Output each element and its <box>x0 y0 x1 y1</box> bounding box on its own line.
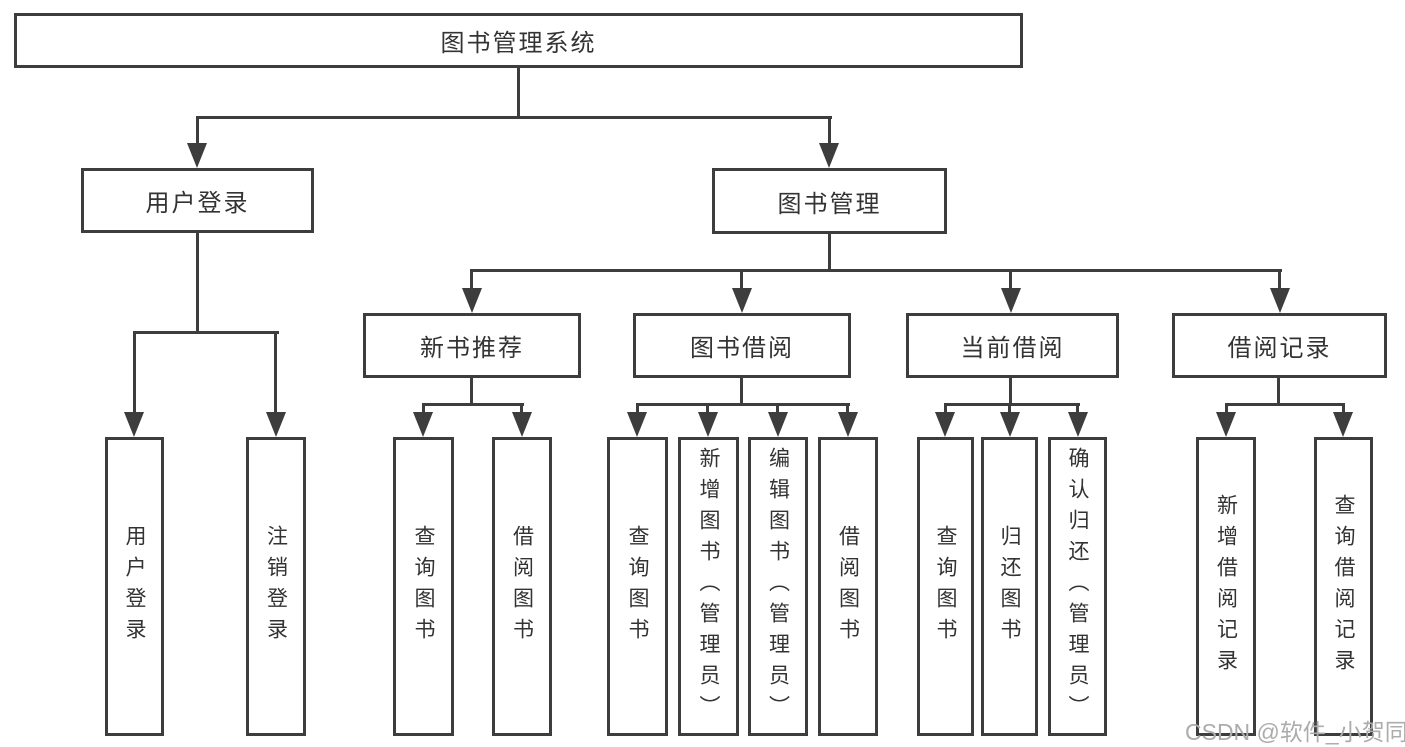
node-label: 用户登录 <box>145 190 250 217</box>
leaf-label: 新增借阅记录 <box>1214 493 1238 680</box>
connector-line <box>1225 403 1345 406</box>
arrowhead-icon <box>1270 288 1290 313</box>
connector-line <box>196 231 199 334</box>
arrowhead-icon <box>838 412 858 437</box>
node-label: 图书借阅 <box>690 335 794 362</box>
leaf-confirm-return-admin: 确认归还（管理员） <box>1048 437 1107 736</box>
arrowhead-icon <box>1001 288 1021 313</box>
leaf-query-books-current: 查询图书 <box>917 437 974 736</box>
leaf-label: 借阅图书 <box>510 524 534 649</box>
arrowhead-icon <box>1216 412 1236 437</box>
arrowhead-icon <box>413 412 433 437</box>
node-label: 借阅记录 <box>1227 335 1332 362</box>
node-user-login: 用户登录 <box>81 168 314 233</box>
leaf-label: 确认归还（管理员） <box>1066 447 1089 726</box>
node-label: 图书管理系统 <box>440 30 597 57</box>
leaf-label: 查询图书 <box>626 524 649 649</box>
leaf-add-books-admin: 新增图书（管理员） <box>678 437 739 736</box>
leaf-borrow-books: 借阅图书 <box>818 437 878 736</box>
node-label: 新书推荐 <box>420 335 524 362</box>
connector-line <box>196 116 199 146</box>
arrowhead-icon <box>1000 412 1020 437</box>
leaf-label: 注销登录 <box>264 524 288 649</box>
node-library-management-system: 图书管理系统 <box>14 13 1023 68</box>
connector-line <box>1076 403 1079 413</box>
connector-line <box>828 231 831 272</box>
connector-line <box>776 403 779 413</box>
connector-line <box>422 403 524 406</box>
leaf-logout: 注销登录 <box>246 437 306 736</box>
leaf-label: 查询借阅记录 <box>1332 493 1355 680</box>
connector-line <box>517 66 520 119</box>
leaf-borrow-books-recommend: 借阅图书 <box>492 437 552 736</box>
connector-line <box>944 403 947 413</box>
connector-line <box>196 116 832 119</box>
arrowhead-icon <box>698 412 718 437</box>
leaf-add-borrow-record: 新增借阅记录 <box>1196 437 1256 736</box>
arrowhead-icon <box>935 412 955 437</box>
arrowhead-icon <box>462 288 482 313</box>
node-current-borrowing: 当前借阅 <box>906 313 1119 378</box>
leaf-edit-books-admin: 编辑图书（管理员） <box>748 437 808 736</box>
leaf-label: 查询图书 <box>934 524 957 649</box>
connector-line <box>740 269 743 289</box>
node-book-borrowing: 图书借阅 <box>633 313 851 378</box>
connector-line <box>1009 376 1012 406</box>
leaf-query-books-recommend: 查询图书 <box>393 437 454 736</box>
connector-line <box>470 269 1282 272</box>
leaf-user-login: 用户登录 <box>105 437 164 736</box>
connector-line <box>133 331 136 413</box>
arrowhead-icon <box>732 288 752 313</box>
node-label: 图书管理 <box>777 190 882 218</box>
connector-line <box>636 403 850 406</box>
connector-line <box>846 403 849 413</box>
connector-line <box>944 403 1080 406</box>
node-new-book-recommendation: 新书推荐 <box>363 313 581 378</box>
connector-line <box>1009 269 1012 289</box>
arrowhead-icon <box>266 412 286 437</box>
leaf-label: 查询图书 <box>412 524 435 649</box>
connector-line <box>274 331 277 413</box>
arrowhead-icon <box>627 412 647 437</box>
leaf-query-borrow-record: 查询借阅记录 <box>1314 437 1373 736</box>
connector-line <box>470 269 473 289</box>
arrowhead-icon <box>768 412 788 437</box>
connector-line <box>520 403 523 413</box>
connector-line <box>470 376 473 406</box>
connector-line <box>1277 376 1280 406</box>
leaf-label: 新增图书（管理员） <box>697 447 720 726</box>
connector-line <box>1278 269 1281 289</box>
arrowhead-icon <box>819 143 839 168</box>
connector-line <box>1342 403 1345 413</box>
leaf-label: 借阅图书 <box>836 524 860 649</box>
csdn-watermark: CSDN @软件_小贺同学 <box>1185 719 1405 745</box>
connector-line <box>828 116 831 146</box>
arrowhead-icon <box>187 143 207 168</box>
arrowhead-icon <box>1333 412 1353 437</box>
connector-line <box>740 376 743 406</box>
connector-line <box>1225 403 1228 413</box>
leaf-label: 用户登录 <box>123 524 146 649</box>
arrowhead-icon <box>124 412 144 437</box>
leaf-label: 编辑图书（管理员） <box>766 447 790 726</box>
connector-line <box>422 403 425 413</box>
leaf-return-books: 归还图书 <box>981 437 1038 736</box>
leaf-query-books-borrowing: 查询图书 <box>607 437 668 736</box>
connector-line <box>636 403 639 413</box>
connector-line <box>133 331 279 334</box>
arrowhead-icon <box>1068 412 1088 437</box>
node-label: 当前借阅 <box>960 335 1065 362</box>
arrowhead-icon <box>512 412 532 437</box>
connector-line <box>1008 403 1011 413</box>
connector-line <box>706 403 709 413</box>
node-borrowing-records: 借阅记录 <box>1172 313 1387 378</box>
node-book-management: 图书管理 <box>712 168 947 234</box>
leaf-label: 归还图书 <box>998 524 1021 649</box>
